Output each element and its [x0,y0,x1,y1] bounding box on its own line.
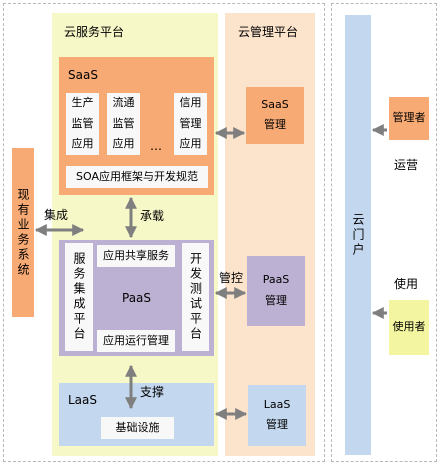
paas-mgmt-line-1: PaaS [262,273,290,287]
app-share-service: 应用共享服务 [97,245,175,267]
cloud-portal-text: 云门户 [351,212,365,258]
iaas-management: LaaS 管理 [248,385,306,446]
cloud-service-title: 云服务平台 [64,25,125,39]
cloud-mgmt-panel [225,13,315,456]
iaas-label: LaaS [68,393,98,407]
edge-label-support: 支撑 [140,385,165,399]
dev-test-platform: 开发测试平台 [182,243,209,351]
existing-system-text: 现有业务系统 [16,187,30,278]
user-box: 使用者 [389,300,429,355]
app-circulation-line-1: 流通 [112,95,135,109]
edge-label-integrate: 集成 [44,208,69,222]
app-credit-line-3: 应用 [179,137,202,151]
saas-label: SaaS [68,68,98,82]
platform-frame [3,3,325,462]
app-production-line-2: 监管 [71,116,94,130]
saas-mgmt-line-1: SaaS [261,97,289,111]
app-production-line-3: 应用 [71,137,94,151]
edge-label-use: 使用 [394,277,419,291]
iaas-mgmt-line-2: 管理 [266,418,288,432]
edge-label-carry: 承载 [140,209,165,223]
app-runtime-management: 应用运行管理 [97,330,175,352]
app-credit-line-1: 信用 [179,95,202,109]
saas-management: SaaS 管理 [246,87,304,144]
paas-mgmt-line-2: 管理 [265,294,287,308]
manager-box: 管理者 [389,97,429,140]
app-circulation-line-3: 应用 [112,137,135,151]
paas-label: PaaS [122,291,152,305]
iaas-mgmt-line-1: LaaS [263,397,291,411]
infrastructure: 基础设施 [101,417,174,439]
app-production: 生产 监管 应用 [66,93,99,155]
soa-framework: SOA应用框架与开发规范 [66,166,208,188]
app-credit-line-2: 管理 [179,116,202,130]
cloud-portal: 云门户 [345,15,371,455]
app-credit: 信用 管理 应用 [174,93,207,155]
existing-business-system: 现有业务系统 [12,148,34,317]
app-circulation: 流通 监管 应用 [107,93,140,155]
portal-frame [331,3,437,462]
saas-mgmt-line-2: 管理 [264,118,286,132]
service-integration-platform: 服务集成平台 [65,243,93,351]
cloud-mgmt-title: 云管理平台 [238,25,299,39]
edge-label-control: 管控 [219,271,244,285]
app-circulation-line-2: 监管 [112,116,135,130]
edge-label-operate: 运营 [394,158,419,172]
app-production-line-1: 生产 [71,95,94,109]
apps-ellipsis: … [150,139,162,153]
service-integration-text: 服务集成平台 [72,252,86,342]
dev-test-text: 开发测试平台 [188,252,203,342]
paas-management: PaaS 管理 [247,256,305,326]
